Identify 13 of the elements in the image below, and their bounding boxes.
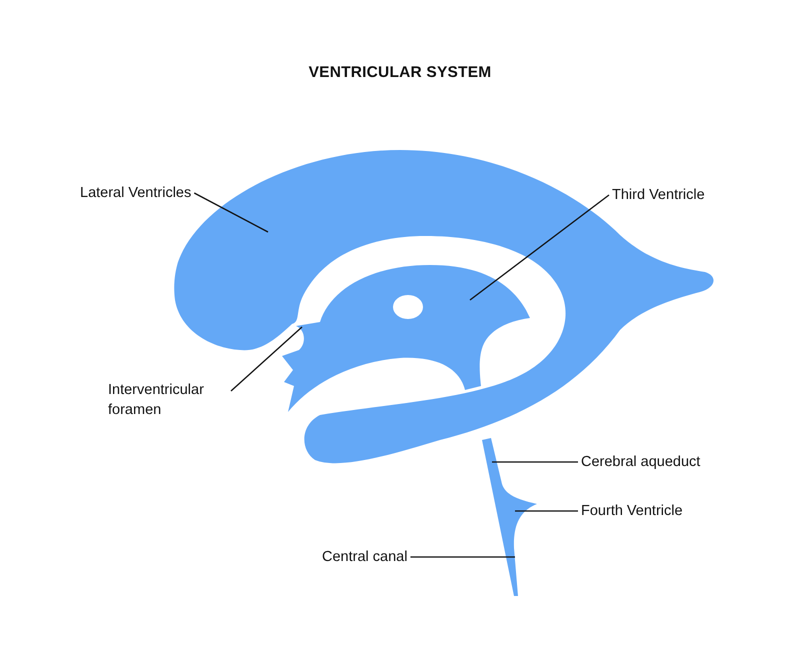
leader-line bbox=[470, 194, 610, 301]
part-label: Fourth Ventricle bbox=[581, 501, 683, 521]
part-label: Interventricular foramen bbox=[108, 380, 228, 420]
leader-line bbox=[194, 192, 268, 233]
part-label: Cerebral aqueduct bbox=[581, 452, 700, 472]
part-label: Lateral Ventricles bbox=[80, 183, 192, 203]
leader-line bbox=[410, 556, 515, 558]
leader-line bbox=[515, 510, 578, 512]
part-label: Third Ventricle bbox=[612, 185, 705, 205]
diagram-title: VENTRICULAR SYSTEM bbox=[308, 64, 492, 82]
leader-line bbox=[230, 326, 302, 392]
leader-line bbox=[492, 461, 578, 463]
part-label: Central canal bbox=[322, 547, 408, 567]
